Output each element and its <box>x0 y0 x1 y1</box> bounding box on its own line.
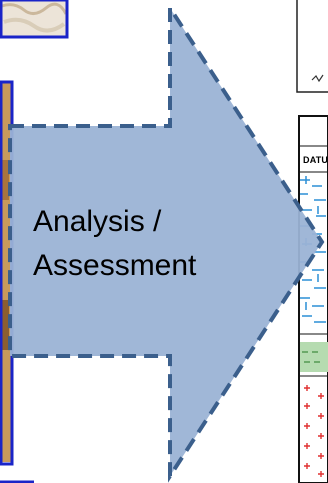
arrow-label-line-2: Assessment <box>33 249 197 282</box>
log-header-text: DATU <box>303 155 328 165</box>
arrow-label-line-1: Analysis / <box>33 205 162 238</box>
shale-band <box>300 342 328 372</box>
stratigraphic-log-panel <box>298 115 328 483</box>
top-left-photo-panel <box>0 0 69 39</box>
analysis-arrow <box>8 1 325 483</box>
granite-zone <box>304 385 324 477</box>
top-right-map-panel <box>296 0 328 93</box>
arrow-label: Analysis / Assessment <box>33 200 313 288</box>
